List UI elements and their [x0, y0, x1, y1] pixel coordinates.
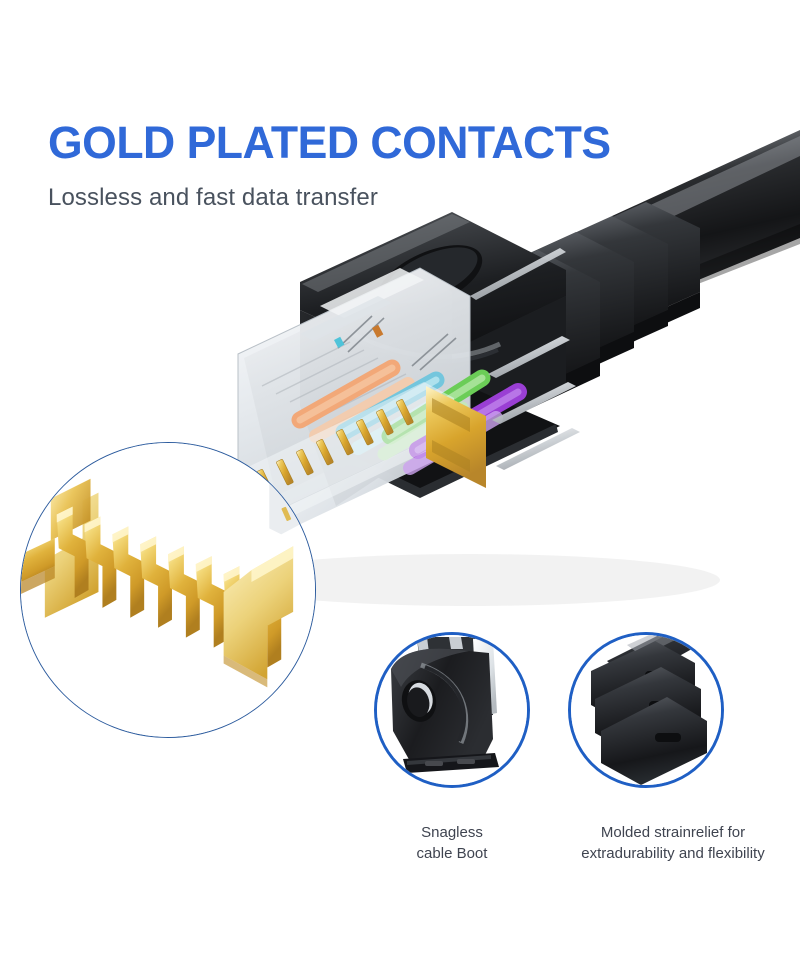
gold-plated-contacts-callout	[20, 442, 316, 738]
caption-strain-line1: Molded strainrelief for	[600, 824, 746, 841]
caption-molded-strainrelief: Molded strainrelief for extradurability …	[548, 822, 798, 864]
caption-strain-line2: extradurability and flexibility	[581, 845, 765, 862]
page-subtitle: Lossless and fast data transfer	[48, 184, 378, 211]
snagless-boot-art	[377, 635, 527, 785]
snagless-cable-boot-callout	[374, 632, 530, 788]
caption-boot-line1: Snagless	[421, 824, 483, 841]
caption-snagless-boot: Snagless cable Boot	[372, 822, 532, 864]
molded-strainrelief-callout	[568, 632, 724, 788]
gold-contacts-art	[21, 443, 315, 737]
page-title: GOLD PLATED CONTACTS	[48, 117, 611, 168]
strainrelief-art	[571, 635, 721, 785]
caption-boot-line2: cable Boot	[416, 845, 488, 862]
